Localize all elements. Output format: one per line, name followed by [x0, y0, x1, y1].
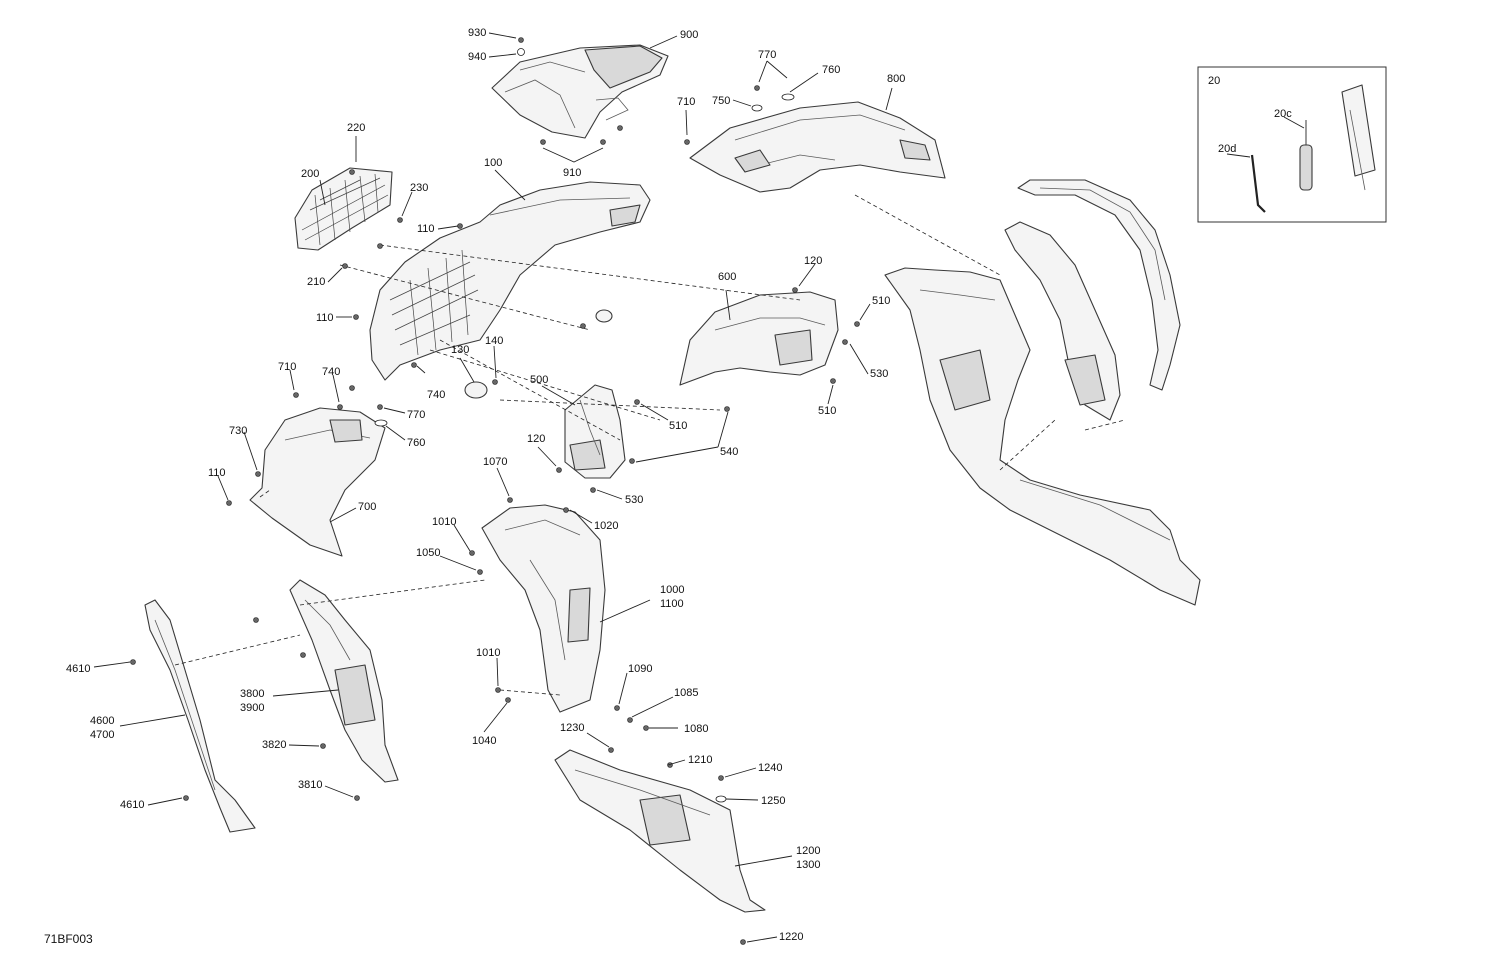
callout-760: 760 — [822, 64, 840, 76]
callout-210: 210 — [307, 276, 325, 288]
assembly-lines — [174, 194, 1126, 696]
callout-120-c: 120 — [527, 433, 545, 445]
callout-4610-b: 4610 — [120, 799, 144, 811]
part-4600-side-pillar — [144, 599, 256, 833]
callout-510-c: 510 — [818, 405, 836, 417]
callout-500: 500 — [530, 374, 548, 386]
callout-1000: 1000 — [660, 584, 684, 596]
part-130-cap — [464, 381, 488, 399]
callout-3900: 3900 — [240, 702, 264, 714]
callout-130: 130 — [451, 344, 469, 356]
callout-110-b: 110 — [316, 312, 334, 324]
callout-540: 540 — [720, 446, 738, 458]
part-600-support-bracket — [679, 291, 839, 386]
inset-title-20: 20 — [1208, 75, 1220, 87]
callout-510-b: 510 — [669, 420, 687, 432]
callout-750: 750 — [712, 95, 730, 107]
callout-930: 930 — [468, 27, 486, 39]
callout-770: 770 — [758, 49, 776, 61]
callout-labels: 930 940 900 910 770 760 750 710 800 220 … — [44, 27, 1292, 946]
callout-220: 220 — [347, 122, 365, 134]
part-900-hood-cover — [491, 44, 669, 139]
callout-200: 200 — [301, 168, 319, 180]
part-1000-center-panel — [481, 504, 606, 713]
callout-230: 230 — [410, 182, 428, 194]
part-cap-small — [595, 309, 613, 323]
callout-140: 140 — [485, 335, 503, 347]
part-500-center-bracket — [564, 384, 626, 479]
part-right-middle-fender — [1004, 221, 1121, 421]
callout-910: 910 — [563, 167, 581, 179]
callout-1200: 1200 — [796, 845, 820, 857]
inset-label-20d: 20d — [1218, 143, 1236, 155]
callout-3800: 3800 — [240, 688, 264, 700]
callout-1020: 1020 — [594, 520, 618, 532]
callout-3820: 3820 — [262, 739, 286, 751]
callout-1085: 1085 — [674, 687, 698, 699]
part-right-inner-fender — [884, 267, 1201, 606]
callout-1220: 1220 — [779, 931, 803, 943]
callout-900: 900 — [680, 29, 698, 41]
callout-730: 730 — [229, 425, 247, 437]
callout-1230: 1230 — [560, 722, 584, 734]
part-right-outer-flare — [1017, 179, 1181, 391]
callout-740: 740 — [322, 366, 340, 378]
callout-1040: 1040 — [472, 735, 496, 747]
callout-120-b: 740 — [427, 389, 445, 401]
callout-110-a: 110 — [417, 223, 435, 235]
callout-1300: 1300 — [796, 859, 820, 871]
callout-700: 700 — [358, 501, 376, 513]
callout-1080: 1080 — [684, 723, 708, 735]
callout-1090: 1090 — [628, 663, 652, 675]
callout-710: 710 — [677, 96, 695, 108]
inset-kit-20 — [1197, 66, 1387, 223]
callout-600: 600 — [718, 271, 736, 283]
part-3800-rocker-panel — [289, 579, 399, 783]
callout-120-a: 120 — [804, 255, 822, 267]
callout-530-b: 530 — [625, 494, 643, 506]
callout-1050: 1050 — [416, 547, 440, 559]
part-100-front-fascia — [369, 181, 651, 381]
callout-800: 800 — [887, 73, 905, 85]
callout-4600: 4600 — [90, 715, 114, 727]
callout-710-b: 710 — [278, 361, 296, 373]
callout-3810: 3810 — [298, 779, 322, 791]
callout-100: 100 — [484, 157, 502, 169]
part-800-upper-panel — [689, 101, 946, 193]
fasteners — [130, 37, 860, 945]
figure-id: 71BF003 — [44, 932, 93, 946]
leader-lines — [93, 32, 1305, 943]
part-700-left-side-panel — [249, 407, 386, 557]
callout-110-c: 110 — [208, 467, 226, 479]
callout-4610-a: 4610 — [66, 663, 90, 675]
callout-770-b: 770 — [407, 409, 425, 421]
callout-1100: 1100 — [660, 598, 684, 610]
callout-510-a: 510 — [872, 295, 890, 307]
callout-4700: 4700 — [90, 729, 114, 741]
callout-1240: 1240 — [758, 762, 782, 774]
callout-940: 940 — [468, 51, 486, 63]
part-1200-lower-sill — [554, 749, 766, 913]
inset-label-20c: 20c — [1274, 108, 1292, 120]
callout-1010-b: 1010 — [476, 647, 500, 659]
callout-1250: 1250 — [761, 795, 785, 807]
callout-1010-a: 1010 — [432, 516, 456, 528]
callout-1210: 1210 — [688, 754, 712, 766]
part-200-grille — [294, 167, 393, 251]
callout-760-b: 760 — [407, 437, 425, 449]
callout-530-a: 530 — [870, 368, 888, 380]
callout-1070: 1070 — [483, 456, 507, 468]
